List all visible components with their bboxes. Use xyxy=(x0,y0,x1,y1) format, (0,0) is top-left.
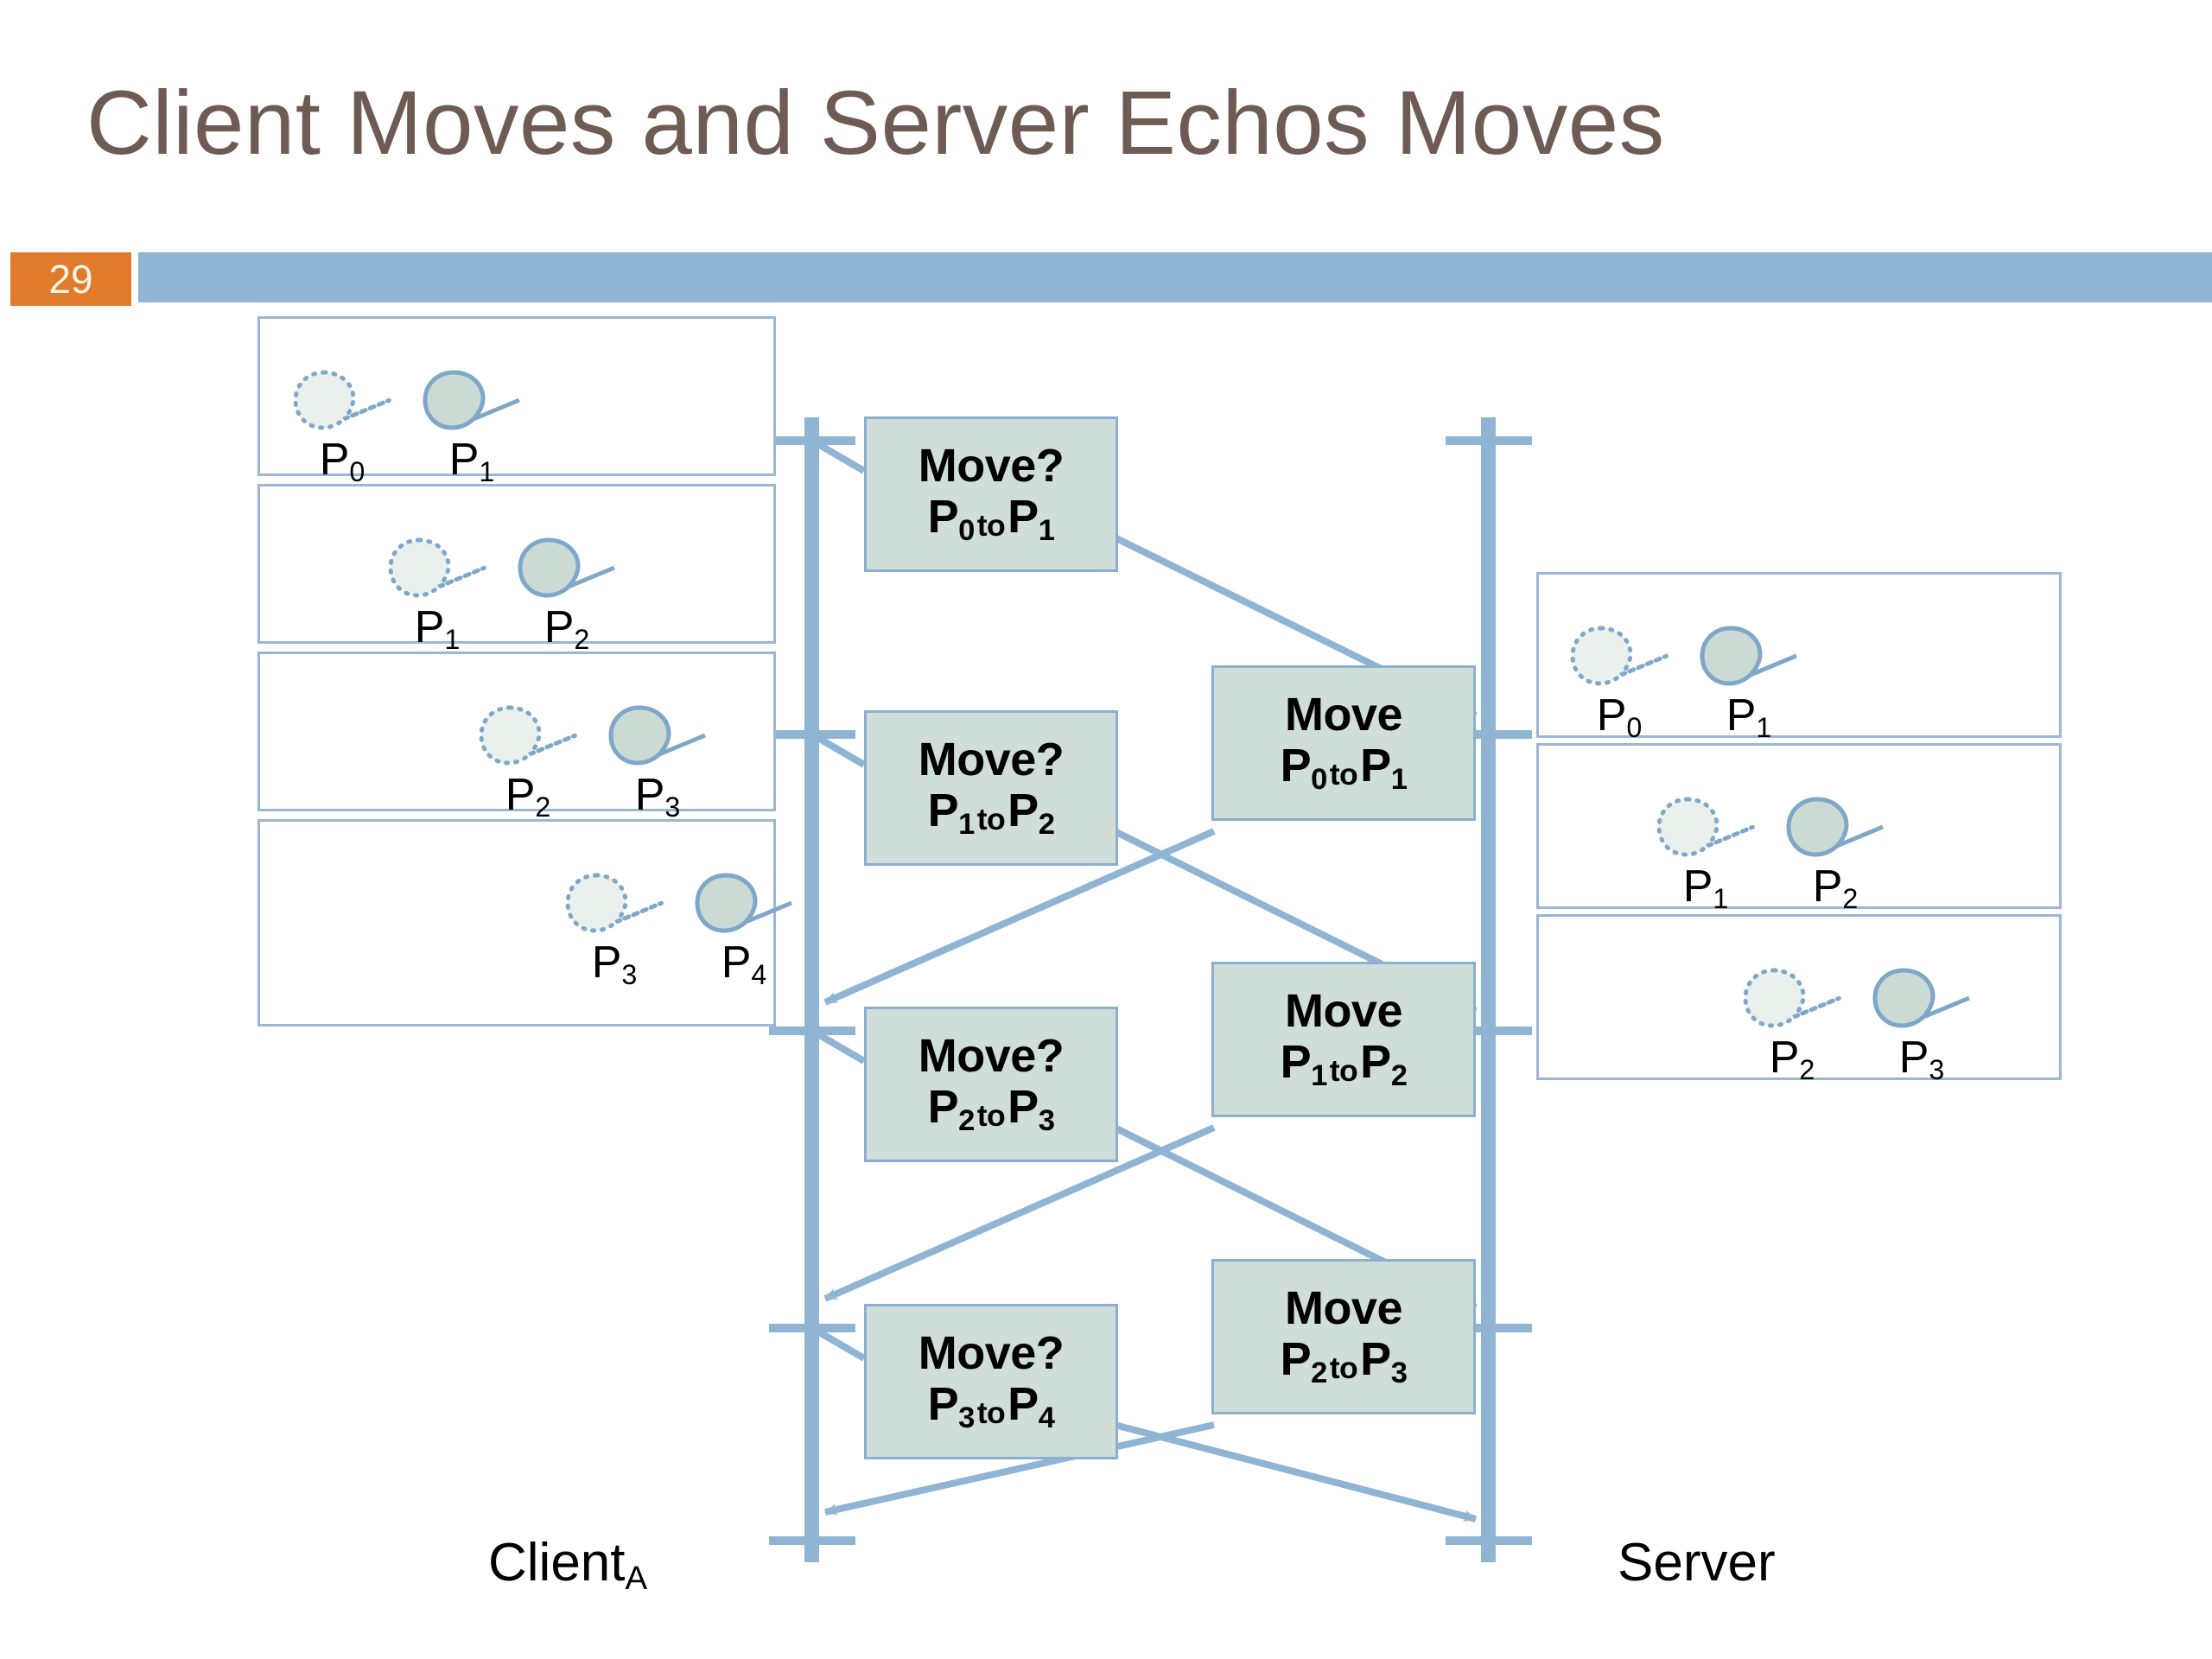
piece-label: P2 xyxy=(1769,1033,1815,1086)
teardrop-ghost-icon xyxy=(388,537,486,598)
teardrop-ghost-icon xyxy=(293,370,391,430)
echo-arrows xyxy=(823,828,1216,1516)
piece-label: P1 xyxy=(1726,690,1772,744)
message-title: Move xyxy=(1284,688,1403,741)
piece-label: P2 xyxy=(543,602,590,656)
ghost-piece: P1 xyxy=(372,537,502,658)
piece-label: P0 xyxy=(319,435,365,488)
echo-origin-stubs xyxy=(1484,731,1488,1332)
piece-label: P2 xyxy=(505,770,551,823)
ghost-piece: P2 xyxy=(1727,967,1857,1088)
teardrop-solid-icon xyxy=(695,873,792,933)
teardrop-solid-icon xyxy=(608,705,706,766)
ghost-piece: P3 xyxy=(550,872,679,993)
ghost-piece: P0 xyxy=(1554,625,1684,746)
blob-row: P3 P4 xyxy=(550,872,809,993)
message-title: Move xyxy=(1284,1281,1403,1334)
message-transition: P1toP2 xyxy=(1280,1035,1408,1093)
server-state-panel: P2 P3 xyxy=(1536,914,2062,1085)
blob-row: P2 P3 xyxy=(463,704,722,825)
blob-row: P0 P1 xyxy=(277,369,537,490)
request-origin-stubs xyxy=(810,437,867,1362)
message-title: Move? xyxy=(918,1326,1065,1379)
server-state-panel: P1 P2 xyxy=(1536,743,2062,914)
slide-number-badge: 29 xyxy=(10,252,131,306)
ghost-piece: P1 xyxy=(1641,796,1770,917)
teardrop-ghost-icon xyxy=(479,705,576,766)
echo-message-box[interactable]: Move P2toP3 xyxy=(1211,1259,1476,1414)
message-transition: P2toP3 xyxy=(927,1080,1055,1138)
request-message-box[interactable]: Move? P1toP2 xyxy=(864,710,1118,866)
actor-label-server: Server xyxy=(1618,1533,1776,1592)
piece-label: P3 xyxy=(1898,1033,1945,1086)
client-state-panel: P2 P3 xyxy=(257,652,776,823)
message-title: Move? xyxy=(918,733,1065,785)
message-transition: P0toP1 xyxy=(1280,739,1408,797)
blob-row: P0 P1 xyxy=(1554,625,1814,746)
server-state-panel: P0 P1 xyxy=(1536,572,2062,743)
piece-label: P1 xyxy=(414,602,461,656)
message-transition: P1toP2 xyxy=(927,784,1055,842)
teardrop-ghost-icon xyxy=(1570,626,1668,686)
echo-message-box[interactable]: Move P0toP1 xyxy=(1211,665,1476,821)
solid-piece: P1 xyxy=(1684,625,1814,746)
teardrop-solid-icon xyxy=(423,370,520,430)
teardrop-solid-icon xyxy=(1786,797,1884,857)
piece-label: P1 xyxy=(448,435,495,488)
teardrop-ghost-icon xyxy=(565,873,663,933)
message-title: Move xyxy=(1284,984,1403,1037)
teardrop-solid-icon xyxy=(1872,968,1970,1028)
sequence-diagram: P0 P1 P1 xyxy=(0,302,2212,1659)
echo-arrow-1 xyxy=(823,828,1216,1006)
page-title: Client Moves and Server Echos Moves xyxy=(86,73,1665,174)
piece-label: P1 xyxy=(1682,861,1729,915)
client-state-panel: P3 P4 xyxy=(257,819,792,1027)
request-message-box[interactable]: Move? P2toP3 xyxy=(864,1007,1118,1162)
piece-label: P3 xyxy=(634,770,681,823)
header-accent-bar xyxy=(138,252,2212,302)
teardrop-ghost-icon xyxy=(1656,797,1754,857)
message-title: Move? xyxy=(918,1029,1065,1082)
actor-label-client: ClientA xyxy=(488,1533,648,1597)
solid-piece: P3 xyxy=(1857,967,1986,1088)
blob-row: P1 P2 xyxy=(372,537,632,658)
teardrop-solid-icon xyxy=(518,537,615,598)
server-lifeline xyxy=(1446,417,1532,1562)
blob-row: P1 P2 xyxy=(1641,796,1900,917)
request-message-box[interactable]: Move? P0toP1 xyxy=(864,416,1118,572)
piece-label: P0 xyxy=(1596,690,1643,744)
piece-label: P2 xyxy=(1812,861,1859,915)
echo-arrow-3 xyxy=(824,1421,1215,1516)
piece-label: P4 xyxy=(721,938,767,991)
solid-piece: P4 xyxy=(679,872,809,993)
request-arrow-4 xyxy=(1113,1421,1478,1522)
client-state-panel: P1 P2 xyxy=(257,484,776,655)
solid-piece: P2 xyxy=(1770,796,1900,917)
solid-piece: P3 xyxy=(593,704,722,825)
teardrop-solid-icon xyxy=(1700,626,1797,686)
echo-message-box[interactable]: Move P1toP2 xyxy=(1211,962,1476,1117)
piece-label: P3 xyxy=(591,938,638,991)
message-title: Move? xyxy=(918,439,1065,492)
echo-arrow-2 xyxy=(823,1124,1216,1302)
client-state-panel: P0 P1 xyxy=(257,316,776,487)
message-transition: P0toP1 xyxy=(927,490,1055,548)
teardrop-ghost-icon xyxy=(1743,968,1840,1028)
solid-piece: P1 xyxy=(407,369,537,490)
ghost-piece: P2 xyxy=(463,704,593,825)
message-transition: P2toP3 xyxy=(1280,1332,1408,1390)
solid-piece: P2 xyxy=(502,537,632,658)
message-transition: P3toP4 xyxy=(927,1377,1055,1435)
request-message-box[interactable]: Move? P3toP4 xyxy=(864,1304,1118,1459)
ghost-piece: P0 xyxy=(277,369,407,490)
blob-row: P2 P3 xyxy=(1727,967,1986,1088)
